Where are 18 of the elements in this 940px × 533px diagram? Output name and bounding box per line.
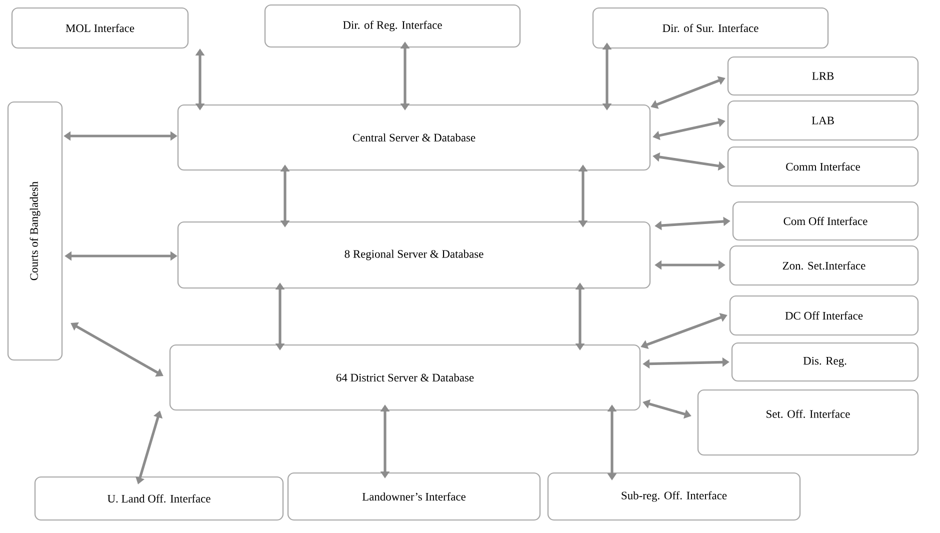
- interface-box: Set. Off. Interface: [697, 389, 919, 456]
- interface-box: Dir. of Sur. Interface: [592, 7, 829, 49]
- interface-box: Courts of Bangladesh: [7, 101, 63, 361]
- interface-box: LRB: [727, 56, 919, 96]
- interface-box: Central Server & Database: [177, 104, 651, 171]
- interface-box: DC Off Interface: [729, 295, 919, 336]
- interface-box: Landowner’s Interface: [287, 472, 541, 521]
- interface-box: 64 District Server & Database: [169, 344, 641, 411]
- interface-box: U. Land Off. Interface: [34, 476, 284, 521]
- interface-box: LAB: [727, 100, 919, 141]
- interface-box: Dis. Reg.: [731, 342, 919, 382]
- interface-box: Sub-reg. Off. Interface: [547, 472, 801, 521]
- interface-box: Dir. of Reg. Interface: [264, 4, 521, 48]
- interface-box: Zon. Set.Interface: [729, 245, 919, 286]
- interface-box: Comm Interface: [727, 146, 919, 187]
- interface-box: MOL Interface: [11, 7, 189, 49]
- interface-box: Com Off Interface: [732, 201, 919, 241]
- interface-box: 8 Regional Server & Database: [177, 221, 651, 289]
